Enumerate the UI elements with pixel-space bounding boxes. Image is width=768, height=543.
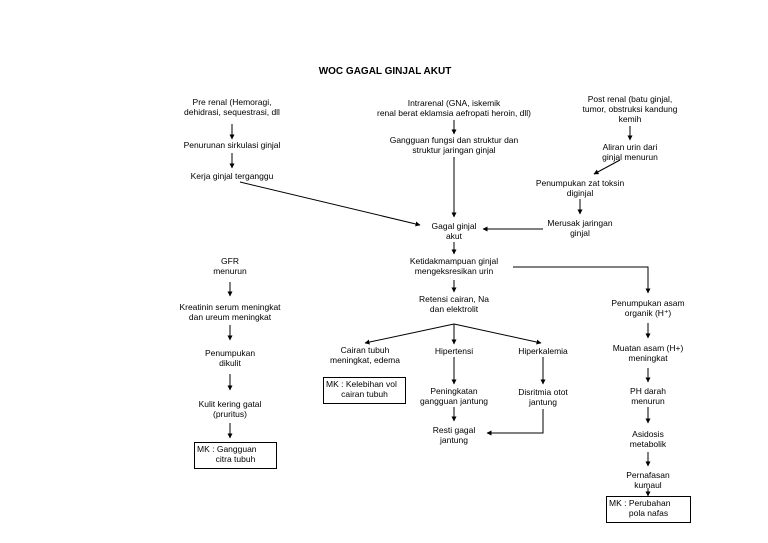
node-hiperkalemia: Hiperkalemia [518, 346, 568, 356]
diagram-title: WOC GAGAL GINJAL AKUT [318, 66, 452, 77]
node-kulit-kering: Kulit kering gatal(pruritus) [198, 399, 262, 419]
node-muatan-asam: Muatan asam (H+)meningkat [612, 343, 684, 363]
arrow-ketidakmampuan-to-asam [513, 266, 651, 294]
node-kerja-ginjal: Kerja ginjal terganggu [190, 171, 274, 181]
node-hipertensi: Hipertensi [434, 346, 474, 356]
arrow-kerja-to-gagal [239, 181, 421, 227]
node-penurunan-sirkulasi: Penurunan sirkulasi ginjal [183, 140, 281, 150]
arrow-aliran-to-penumpukan-zat [593, 159, 621, 175]
node-post-renal: Post renal (batu ginjal,tumor, obstruksi… [582, 94, 678, 124]
branch-retensi-to-cairan [364, 323, 455, 345]
arrow-disritmia-to-resti [486, 409, 544, 436]
branch-retensi-to-hiperkalemia [453, 323, 542, 345]
node-pre-renal: Pre renal (Hemoragi,dehidrasi, sequestra… [184, 97, 280, 117]
